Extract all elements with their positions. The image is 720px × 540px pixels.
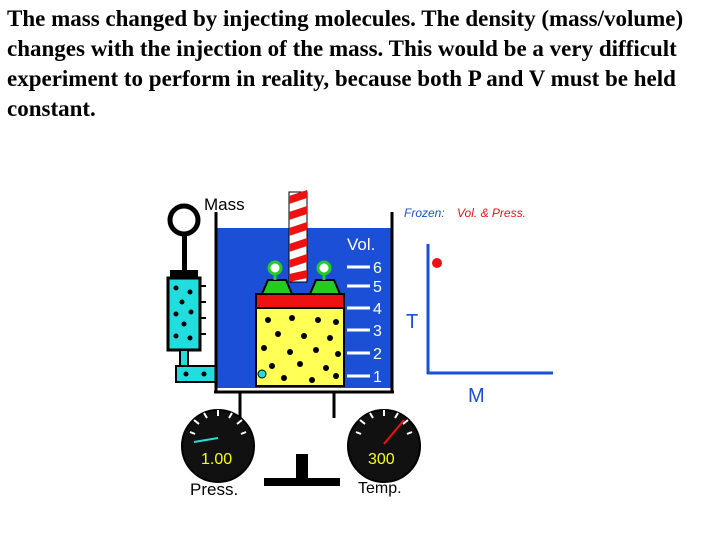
volume-tick-4: 4 bbox=[373, 301, 382, 318]
syringe-plunger-head bbox=[170, 270, 198, 278]
volume-tick-1: 1 bbox=[373, 369, 382, 386]
frozen-prefix: Frozen: bbox=[404, 206, 445, 220]
pressure-needle bbox=[193, 437, 219, 443]
temperature-needle bbox=[383, 419, 405, 445]
syringe-handle-ring bbox=[167, 203, 201, 237]
graph-y-label: T bbox=[406, 311, 418, 333]
graph-data-point bbox=[432, 258, 442, 268]
weight-right bbox=[308, 279, 342, 295]
weight-left bbox=[260, 279, 294, 295]
frozen-variables: Vol. & Press. bbox=[457, 206, 526, 220]
temperature-value: 300 bbox=[368, 451, 395, 468]
volume-tick-5: 5 bbox=[373, 279, 382, 296]
gas-molecules bbox=[261, 315, 341, 383]
piston bbox=[255, 293, 345, 309]
stand-post bbox=[296, 454, 308, 480]
volume-tick-3: 3 bbox=[373, 323, 382, 340]
stand bbox=[238, 392, 336, 418]
volume-tick-6: 6 bbox=[373, 260, 382, 277]
pressure-gauge: 1.00 Press. bbox=[181, 409, 255, 499]
injector-syringe bbox=[166, 203, 261, 383]
t-vs-m-graph: T M bbox=[406, 244, 553, 407]
temperature-gauge: 300 Temp. bbox=[347, 409, 421, 497]
syringe-barrel bbox=[166, 276, 202, 352]
gas-container: Vol. 6 5 4 3 2 1 bbox=[214, 190, 394, 394]
temperature-label: Temp. bbox=[358, 480, 402, 497]
syringe-scale-marks bbox=[200, 285, 206, 335]
syringe-plunger-rod bbox=[182, 233, 187, 275]
volume-label: Vol. bbox=[347, 235, 375, 254]
pressure-value: 1.00 bbox=[201, 451, 232, 468]
volume-scale-marks bbox=[347, 265, 370, 378]
graph-x-label: M bbox=[468, 385, 485, 407]
volume-tick-2: 2 bbox=[373, 346, 382, 363]
pressure-gauge-dial bbox=[181, 409, 255, 483]
temperature-gauge-dial bbox=[347, 409, 421, 483]
mass-label: Mass bbox=[204, 195, 245, 214]
pressure-label: Press. bbox=[190, 480, 238, 499]
screw-rod bbox=[288, 191, 308, 283]
stand-base bbox=[264, 478, 340, 486]
caption-text: The mass changed by injecting molecules.… bbox=[7, 6, 684, 121]
syringe-molecules bbox=[173, 285, 194, 341]
